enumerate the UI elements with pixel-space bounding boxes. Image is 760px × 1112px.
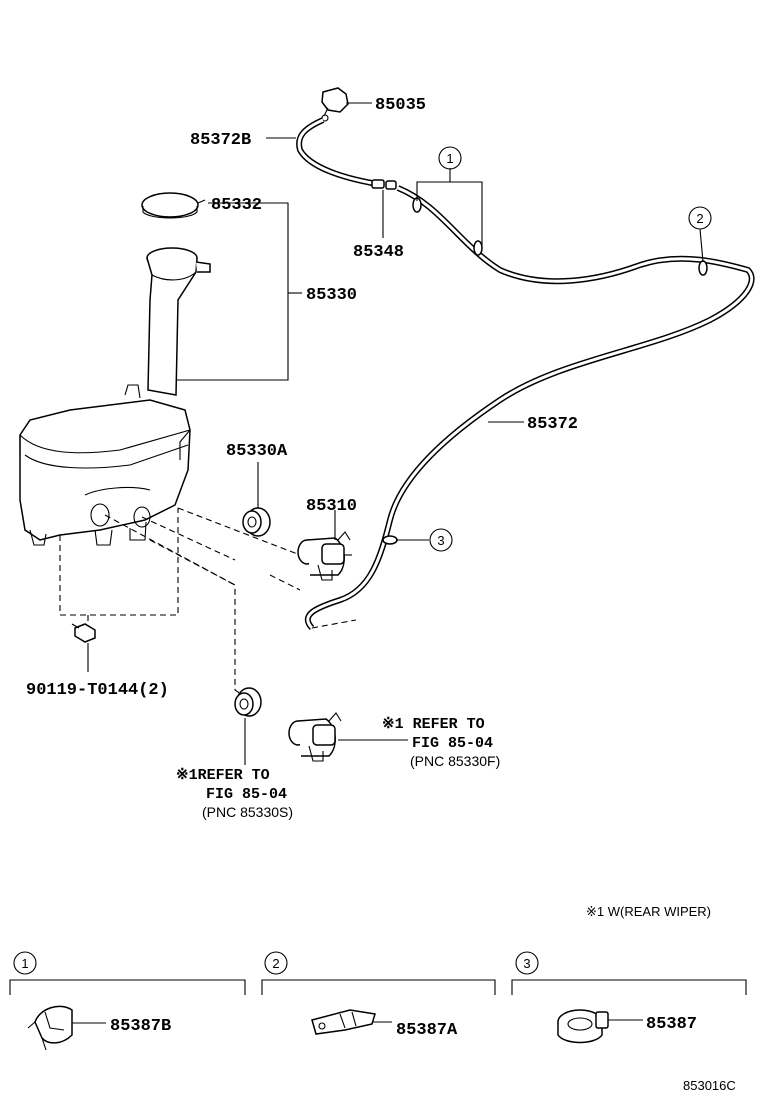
label-85387: 85387 [646,1015,697,1034]
hose-clip-d [382,535,398,545]
label-85330A: 85330A [226,442,288,461]
callout-2 [688,206,712,230]
label-85330: 85330 [306,286,357,305]
label-85372B: 85372B [190,131,251,150]
figure-code: 853016C [683,1078,736,1093]
mount-dashed-box [59,508,179,616]
clamp-85387 [557,1009,609,1044]
washer-pump-lower [288,712,342,762]
svg-text:1: 1 [21,956,28,971]
ref-right-line2: FIG 85-04 [412,735,493,752]
hose-joint [371,179,397,190]
svg-text:3: 3 [523,956,530,971]
detail-panel-1: 1 85387B [9,951,246,1051]
svg-text:3: 3 [437,533,444,548]
ref-right-line1: ※1 REFER TO [382,716,485,733]
bolt [71,623,96,643]
label-85310: 85310 [306,497,357,516]
clip-85387B [27,1005,73,1051]
callout-3 [429,528,453,552]
washer-tank [19,247,211,546]
label-85387A: 85387A [396,1021,458,1040]
label-90119: 90119-T0144(2) [26,681,169,700]
ref-left-line2: FIG 85-04 [206,786,287,803]
hose-85372B [296,117,373,186]
washer-nozzle [321,87,349,122]
hose-clip-c [698,260,708,276]
ref-right-line3: (PNC 85330F) [410,753,500,769]
hose-clip-b [473,240,483,256]
detail-panel-3: 3 85387 [511,951,747,1044]
hose-end-dashed [311,619,357,629]
label-85387B: 85387B [110,1017,171,1036]
label-85035: 85035 [375,96,426,115]
tank-cap [141,192,206,219]
svg-text:2: 2 [272,956,279,971]
detail-panel-2: 2 85387A [261,951,496,1040]
label-85372: 85372 [527,415,578,434]
clip-85387A [311,1009,376,1035]
note-rear-wiper: ※1 W(REAR WIPER) [586,904,711,919]
hose-85372 [304,185,755,631]
svg-text:2: 2 [696,211,703,226]
ref-left-line3: (PNC 85330S) [202,804,293,820]
callout-1-bracket [416,181,483,248]
washer-pump-upper [297,531,352,581]
grommet-upper [242,507,271,537]
grommet-lower [234,687,262,717]
ref-left-line1: ※1REFER TO [176,767,270,784]
label-85348: 85348 [353,243,404,262]
bracket-85330 [170,202,289,381]
svg-text:1: 1 [446,151,453,166]
callout-1 [438,146,462,170]
label-85332: 85332 [211,196,262,215]
